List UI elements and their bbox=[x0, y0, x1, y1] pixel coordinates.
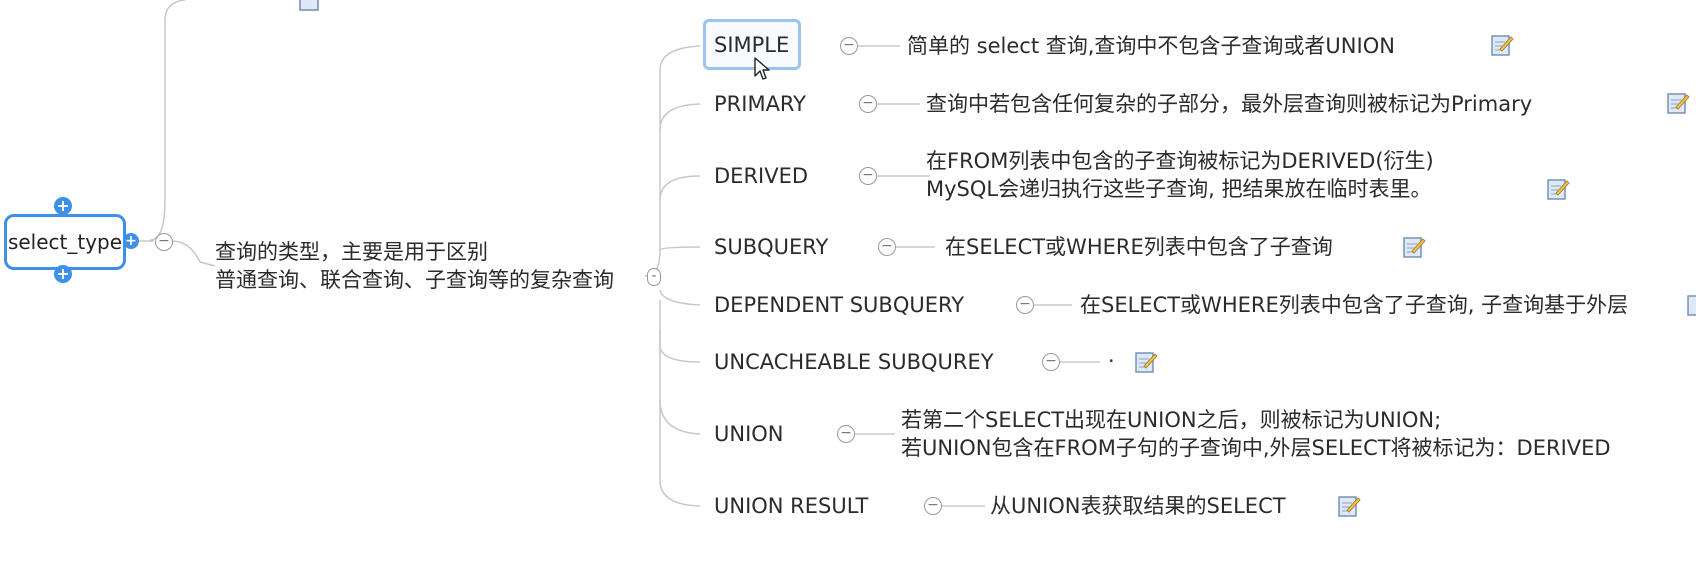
desc-dependent-subquery: 在SELECT或WHERE列表中包含了子查询, 子查询基于外层 bbox=[1080, 293, 1629, 317]
desc-primary: 查询中若包含任何复杂的子部分，最外层查询则被标记为Primary bbox=[926, 92, 1533, 116]
collapse-uncacheable-subquery-icon[interactable]: − bbox=[1042, 353, 1060, 371]
desc-union-result: 从UNION表获取结果的SELECT bbox=[990, 494, 1286, 518]
expand-left-branch-icon[interactable]: + bbox=[123, 233, 139, 249]
collapse-simple-icon[interactable]: − bbox=[840, 37, 858, 55]
type-node-uncacheable-subquery[interactable]: UNCACHEABLE SUBQUREY bbox=[714, 350, 994, 374]
note-icon[interactable] bbox=[298, 0, 322, 12]
branch-description-line2: 普通查询、联合查询、子查询等的复杂查询 bbox=[215, 268, 614, 292]
collapse-branch-icon[interactable]: − bbox=[155, 233, 173, 251]
type-node-primary[interactable]: PRIMARY bbox=[714, 92, 807, 116]
note-icon[interactable] bbox=[1337, 494, 1361, 518]
note-icon[interactable] bbox=[1686, 293, 1696, 317]
type-node-subquery[interactable]: SUBQUERY bbox=[714, 235, 829, 259]
selected-node-highlight bbox=[703, 19, 801, 70]
note-icon[interactable] bbox=[1666, 91, 1690, 115]
collapse-primary-icon[interactable]: − bbox=[859, 95, 877, 113]
branch-description-line1: 查询的类型，主要是用于区别 bbox=[215, 240, 488, 264]
type-node-union-result[interactable]: UNION RESULT bbox=[714, 494, 869, 518]
type-node-dependent-subquery[interactable]: DEPENDENT SUBQUERY bbox=[714, 293, 965, 317]
expand-down-icon[interactable]: + bbox=[54, 265, 72, 283]
collapse-union-icon[interactable]: − bbox=[837, 425, 855, 443]
type-node-simple[interactable]: SIMPLE bbox=[714, 33, 790, 57]
collapse-union-result-icon[interactable]: − bbox=[924, 497, 942, 515]
type-node-derived[interactable]: DERIVED bbox=[714, 164, 809, 188]
desc-union-line2: 若UNION包含在FROM子句的子查询中,外层SELECT将被标记为：DERIV… bbox=[901, 436, 1611, 460]
root-label: select_type bbox=[7, 230, 123, 254]
desc-uncacheable-subquery: · bbox=[1108, 349, 1115, 373]
collapse-subquery-icon[interactable]: − bbox=[878, 238, 896, 256]
collapse-derived-icon[interactable]: − bbox=[859, 167, 877, 185]
expand-up-icon[interactable]: + bbox=[54, 197, 72, 215]
note-icon[interactable] bbox=[1490, 33, 1514, 57]
cursor-icon bbox=[754, 57, 770, 80]
type-node-union[interactable]: UNION bbox=[714, 422, 784, 446]
note-icon[interactable] bbox=[1402, 235, 1426, 259]
desc-derived-line1: 在FROM列表中包含的子查询被标记为DERIVED(衍生) bbox=[926, 149, 1434, 173]
root-node-select-type[interactable]: select_type bbox=[4, 214, 126, 270]
desc-subquery: 在SELECT或WHERE列表中包含了子查询 bbox=[945, 235, 1333, 259]
desc-derived-line2: MySQL会递归执行这些子查询, 把结果放在临时表里。 bbox=[926, 177, 1432, 201]
collapse-dependent-subquery-icon[interactable]: − bbox=[1016, 296, 1034, 314]
note-icon[interactable] bbox=[1546, 177, 1570, 201]
note-icon[interactable] bbox=[1134, 350, 1158, 374]
collapse-types-icon[interactable]: - bbox=[647, 268, 661, 286]
desc-simple: 简单的 select 查询,查询中不包含子查询或者UNION bbox=[907, 34, 1395, 58]
desc-union-line1: 若第二个SELECT出现在UNION之后，则被标记为UNION; bbox=[901, 408, 1442, 432]
